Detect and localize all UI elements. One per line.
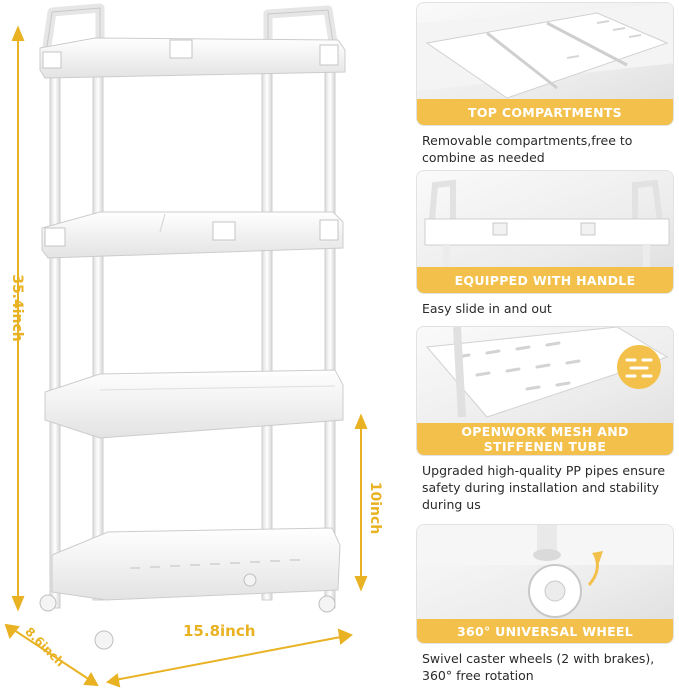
handle-caption: Easy slide in and out: [422, 301, 552, 316]
compartments-banner: TOP COMPARTMENTS: [417, 99, 673, 125]
mesh-banner-title: OPENWORK MESH AND STIFFENEN TUBE: [461, 424, 629, 454]
mesh-illustration: [426, 327, 669, 418]
wheel-photo: 360° UNIVERSAL WHEEL: [416, 524, 674, 644]
tier-spacing-dimension-label: 10inch: [367, 481, 383, 535]
product-illustration: 35.4inch 10inch 15.8inch 8.6inch: [4, 3, 383, 688]
compartments-photo: TOP COMPARTMENTS: [416, 2, 674, 126]
rolling-cart-image: [4, 3, 368, 688]
handle-photo: EQUIPPED WITH HANDLE: [416, 170, 674, 294]
feature-panel-wheel: 360° UNIVERSAL WHEEL Swivel caster wheel…: [416, 524, 674, 684]
feature-panel-compartments: TOP COMPARTMENTS Removable compartments,…: [416, 2, 674, 166]
wheel-caption: Swivel caster wheels (2 with brakes), 36…: [422, 651, 655, 683]
width-dimension-label: 15.8inch: [183, 622, 256, 640]
handle-illustration: [424, 179, 670, 275]
wheel-banner: 360° UNIVERSAL WHEEL: [417, 619, 673, 643]
wheel-illustration: [417, 525, 673, 618]
height-dimension-label: 35.4inch: [9, 274, 25, 342]
mesh-banner: OPENWORK MESH AND STIFFENEN TUBE: [417, 423, 673, 455]
compartments-caption: Removable compartments,free to combine a…: [422, 133, 633, 165]
mesh-photo: OPENWORK MESH AND STIFFENEN TUBE: [416, 326, 674, 456]
feature-panel-handle: EQUIPPED WITH HANDLE Easy slide in and o…: [416, 170, 674, 317]
mesh-caption: Upgraded high-quality PP pipes ensure sa…: [422, 463, 666, 512]
feature-panel-mesh: OPENWORK MESH AND STIFFENEN TUBE Upgrade…: [416, 326, 674, 513]
handle-banner: EQUIPPED WITH HANDLE: [417, 267, 673, 293]
compartments-illustration: [417, 3, 673, 99]
